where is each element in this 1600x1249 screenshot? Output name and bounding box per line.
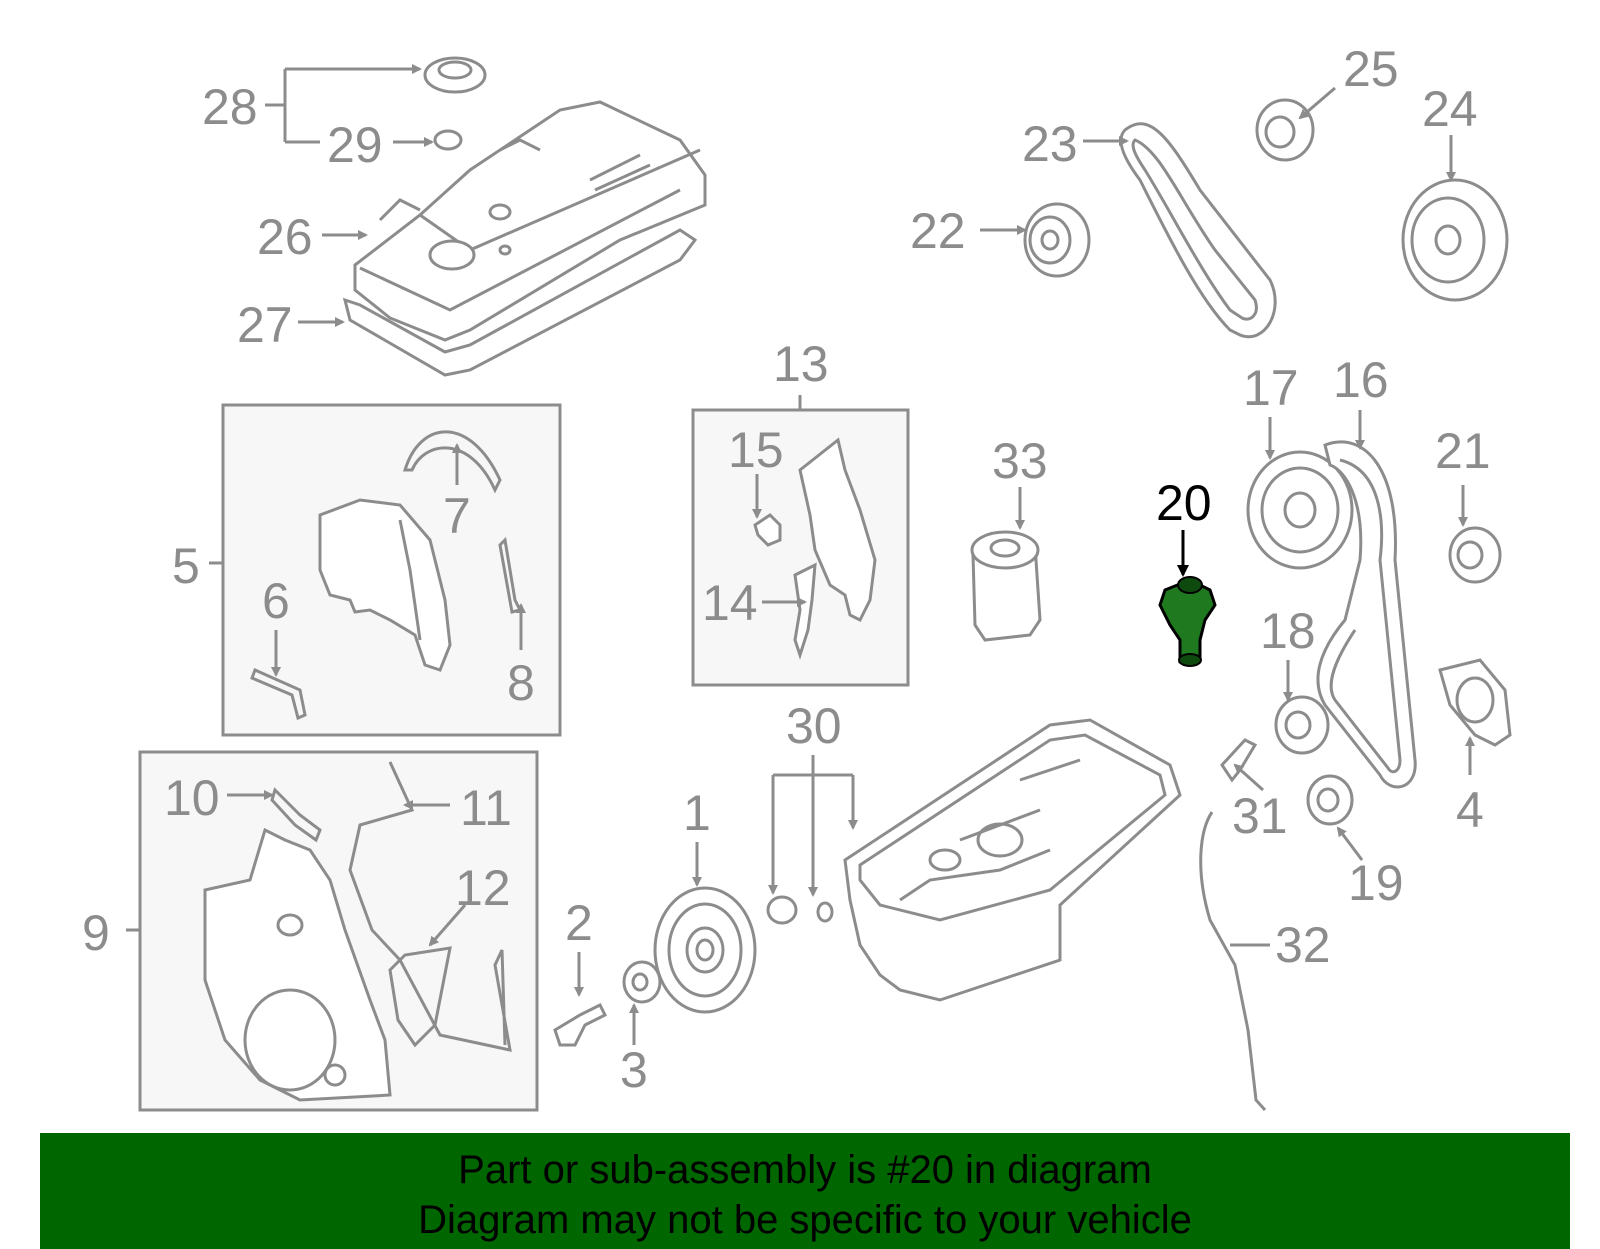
callout-4: 4 — [1456, 782, 1484, 838]
callout-3: 3 — [620, 1042, 648, 1098]
timing-belt-lower-illustration — [1316, 440, 1417, 789]
crank-pulley-illustration — [653, 886, 757, 1014]
bolt-2-illustration — [553, 1002, 608, 1047]
callout-25: 25 — [1343, 41, 1399, 97]
info-banner: Part or sub-assembly is #20 in diagram D… — [40, 1133, 1570, 1249]
idler-pulley-illustration — [1023, 202, 1091, 278]
gasket-6-illustration — [250, 667, 307, 721]
callout-15: 15 — [728, 422, 784, 478]
callout-24: 24 — [1422, 81, 1478, 137]
callout-13: 13 — [773, 336, 829, 392]
gasket-10-illustration — [270, 787, 322, 843]
callout-20: 20 — [1156, 475, 1212, 531]
callout-31: 31 — [1232, 788, 1288, 844]
camshaft-sprocket-illustration — [1401, 178, 1509, 302]
leader-lines — [126, 64, 1475, 1045]
bracket-31-illustration — [1220, 738, 1258, 783]
callout-30: 30 — [786, 698, 842, 754]
sprocket-19-illustration — [1306, 774, 1354, 826]
timing-cover-inner-illustration — [798, 437, 877, 623]
timing-cover-lower-illustration — [203, 827, 392, 1102]
dipstick-illustration — [1199, 811, 1267, 1112]
callout-10: 10 — [164, 770, 220, 826]
callout-9: 9 — [82, 905, 110, 961]
callout-29: 29 — [327, 117, 383, 173]
timing-belt-upper-illustration — [1119, 122, 1277, 339]
callout-21: 21 — [1435, 423, 1491, 479]
sprocket-17-illustration — [1246, 450, 1354, 570]
callout-17: 17 — [1243, 360, 1299, 416]
washer-3-illustration — [622, 960, 662, 1004]
callout-14: 14 — [702, 575, 758, 631]
plate-4-illustration — [1438, 658, 1512, 747]
oil-pan-illustration — [843, 718, 1182, 1002]
callout-26: 26 — [257, 209, 313, 265]
bracket-15-illustration — [753, 513, 782, 547]
o-ring-illustration — [433, 129, 463, 151]
callout-12: 12 — [455, 860, 511, 916]
drain-plug-illustration — [766, 895, 834, 925]
timing-cover-upper-illustration — [318, 498, 452, 672]
pulley-21-illustration — [1448, 526, 1502, 584]
small-pulley-25-illustration — [1255, 98, 1315, 162]
gasket-7-illustration — [402, 430, 502, 494]
valve-cover-illustration — [353, 100, 707, 342]
banner-line-2: Diagram may not be specific to your vehi… — [418, 1198, 1192, 1242]
callout-32: 32 — [1275, 917, 1331, 973]
callout-27: 27 — [237, 297, 293, 353]
oil-cap-illustration — [423, 56, 487, 94]
callout-1: 1 — [683, 785, 711, 841]
callout-8: 8 — [507, 655, 535, 711]
callout-28: 28 — [202, 79, 258, 135]
callout-16: 16 — [1333, 352, 1389, 408]
gasket-12-illustration — [388, 946, 452, 1048]
callout-6: 6 — [262, 573, 290, 629]
callout-7: 7 — [443, 488, 471, 544]
callout-11: 11 — [460, 780, 512, 836]
part-20-highlighted-illustration — [1158, 576, 1217, 667]
callout-5: 5 — [172, 538, 200, 594]
callout-23: 23 — [1022, 116, 1078, 172]
callout-2: 2 — [565, 895, 593, 951]
valve-cover-gasket-illustration — [342, 228, 698, 377]
bracket-14-illustration — [793, 562, 817, 660]
banner-line-1: Part or sub-assembly is #20 in diagram — [458, 1148, 1152, 1192]
callout-18: 18 — [1260, 603, 1316, 659]
callout-33: 33 — [992, 433, 1048, 489]
sprocket-18-illustration — [1274, 695, 1330, 755]
callout-22: 22 — [910, 203, 966, 259]
callout-19: 19 — [1348, 855, 1404, 911]
callout-labels: 28 29 26 27 23 22 25 24 5 7 6 8 9 10 11 … — [82, 41, 1491, 1098]
oil-filter-illustration — [970, 530, 1042, 642]
